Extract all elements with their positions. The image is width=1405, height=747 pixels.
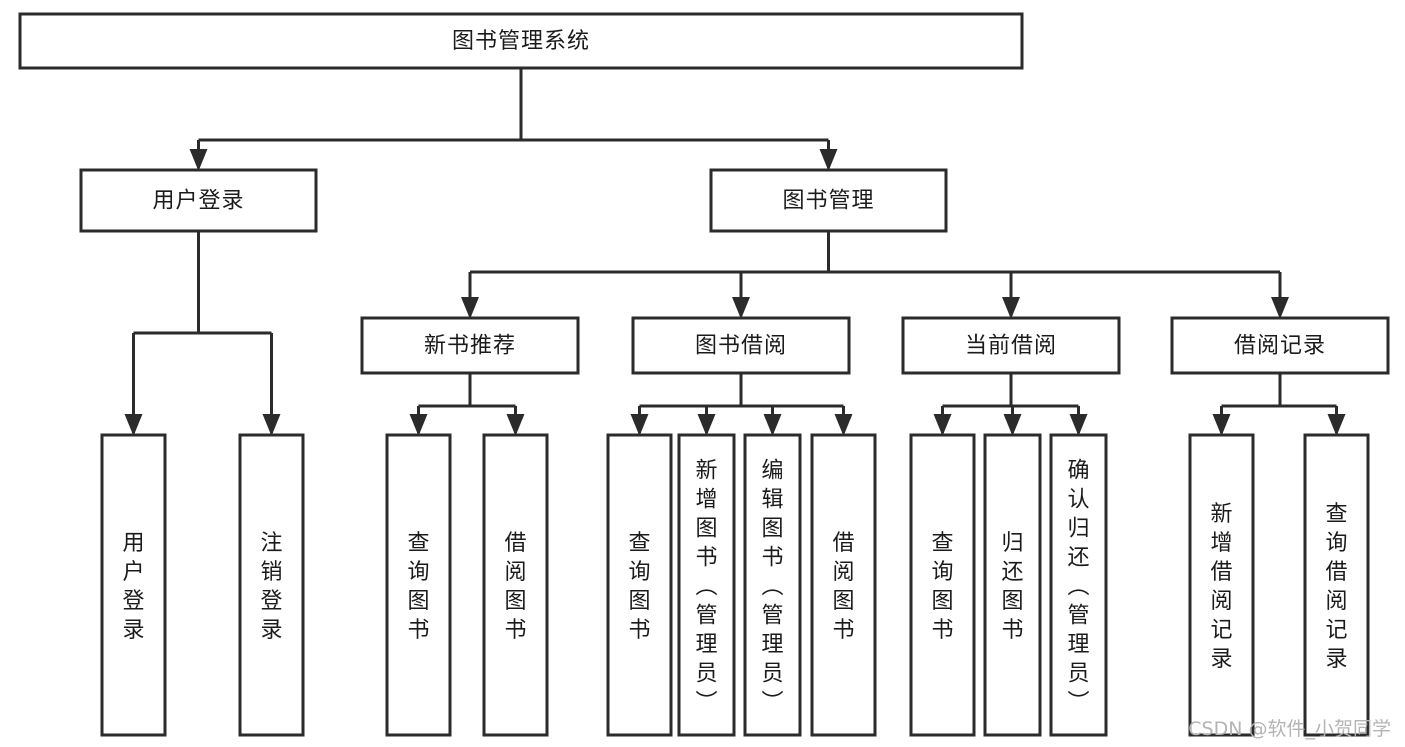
node-box[interactable]: [385, 433, 452, 737]
node-box[interactable]: [606, 433, 673, 737]
node-leaf_0[interactable]: 用户登录: [100, 433, 167, 737]
node-label: 查询借阅记录: [1325, 502, 1347, 672]
arrow-head-icon: [189, 149, 208, 171]
node-l2_2[interactable]: 当前借阅: [901, 316, 1121, 375]
node-box[interactable]: [901, 316, 1121, 375]
node-label: 图书管理系统: [452, 29, 590, 54]
node-leaf_6[interactable]: 编辑图书︵管理员︶: [743, 433, 802, 737]
node-label: 编辑图书︵管理员︶: [761, 459, 783, 716]
node-box[interactable]: [1188, 433, 1255, 737]
node-label: 当前借阅: [965, 334, 1057, 359]
node-label: 图书借阅: [695, 334, 787, 359]
node-leaf_12[interactable]: 查询借阅记录: [1303, 433, 1370, 737]
arrow-head-icon: [732, 297, 750, 319]
node-label: 查询图书: [407, 531, 429, 643]
node-box[interactable]: [1303, 433, 1370, 737]
edge-layer: [124, 68, 1346, 436]
node-box[interactable]: [482, 433, 549, 737]
arrow-head-icon: [506, 414, 525, 436]
node-l2_0[interactable]: 新书推荐: [360, 316, 580, 375]
arrow-head-icon: [1327, 414, 1346, 436]
node-l2_3[interactable]: 借阅记录: [1170, 316, 1390, 375]
node-label: 借阅图书: [832, 531, 854, 643]
node-leaf_2[interactable]: 查询图书: [385, 433, 452, 737]
node-label: 新增图书︵管理员︶: [695, 459, 717, 716]
node-box[interactable]: [631, 316, 851, 375]
arrow-head-icon: [763, 414, 782, 436]
node-leaf_5[interactable]: 新增图书︵管理员︶: [677, 433, 736, 737]
arrow-head-icon: [409, 414, 428, 436]
arrow-head-icon: [933, 414, 952, 436]
node-box[interactable]: [743, 433, 802, 737]
node-l2_1[interactable]: 图书借阅: [631, 316, 851, 375]
arrow-head-icon: [262, 414, 281, 436]
node-box[interactable]: [238, 433, 305, 737]
node-l1_0[interactable]: 用户登录: [79, 168, 318, 233]
node-box[interactable]: [677, 433, 736, 737]
node-box[interactable]: [18, 12, 1024, 70]
node-box[interactable]: [709, 168, 948, 233]
node-label: 归还图书: [1001, 531, 1023, 643]
node-leaf_7[interactable]: 借阅图书: [810, 433, 877, 737]
arrow-head-icon: [834, 414, 853, 436]
node-box[interactable]: [810, 433, 877, 737]
node-box[interactable]: [1170, 316, 1390, 375]
arrow-head-icon: [124, 414, 143, 436]
node-box[interactable]: [100, 433, 167, 737]
node-leaf_1[interactable]: 注销登录: [238, 433, 305, 737]
arrow-head-icon: [1003, 414, 1022, 436]
watermark-label: CSDN @软件_小贺同学: [1188, 718, 1391, 740]
node-label: 用户登录: [152, 189, 244, 214]
arrow-head-icon: [461, 297, 479, 319]
node-box[interactable]: [1049, 433, 1108, 737]
node-box[interactable]: [983, 433, 1042, 737]
node-label: 用户登录: [122, 531, 144, 643]
node-l1_1[interactable]: 图书管理: [709, 168, 948, 233]
node-label: 借阅图书: [504, 531, 526, 643]
node-label: 注销登录: [260, 531, 282, 643]
node-leaf_4[interactable]: 查询图书: [606, 433, 673, 737]
arrow-head-icon: [1271, 297, 1289, 319]
node-label: 查询图书: [628, 531, 650, 643]
arrow-head-icon: [697, 414, 716, 436]
arrow-head-icon: [1069, 414, 1088, 436]
node-layer: 图书管理系统用户登录图书管理新书推荐图书借阅当前借阅借阅记录用户登录注销登录查询…: [18, 12, 1390, 737]
node-box[interactable]: [909, 433, 976, 737]
node-label: 图书管理: [782, 189, 874, 214]
node-box[interactable]: [79, 168, 318, 233]
node-leaf_11[interactable]: 新增借阅记录: [1188, 433, 1255, 737]
node-label: 新书推荐: [424, 334, 516, 359]
arrow-head-icon: [1002, 297, 1020, 319]
arrow-head-icon: [630, 414, 649, 436]
arrow-head-icon: [1212, 414, 1231, 436]
arrow-head-icon: [819, 149, 838, 171]
node-leaf_3[interactable]: 借阅图书: [482, 433, 549, 737]
node-label: 查询图书: [931, 531, 953, 643]
node-label: 借阅记录: [1234, 334, 1326, 359]
node-label: 新增借阅记录: [1210, 502, 1232, 672]
node-leaf_10[interactable]: 确认归还︵管理员︶: [1049, 433, 1108, 737]
node-box[interactable]: [360, 316, 580, 375]
node-leaf_9[interactable]: 归还图书: [983, 433, 1042, 737]
node-leaf_8[interactable]: 查询图书: [909, 433, 976, 737]
node-label: 确认归还︵管理员︶: [1067, 459, 1089, 716]
node-root[interactable]: 图书管理系统: [18, 12, 1024, 70]
